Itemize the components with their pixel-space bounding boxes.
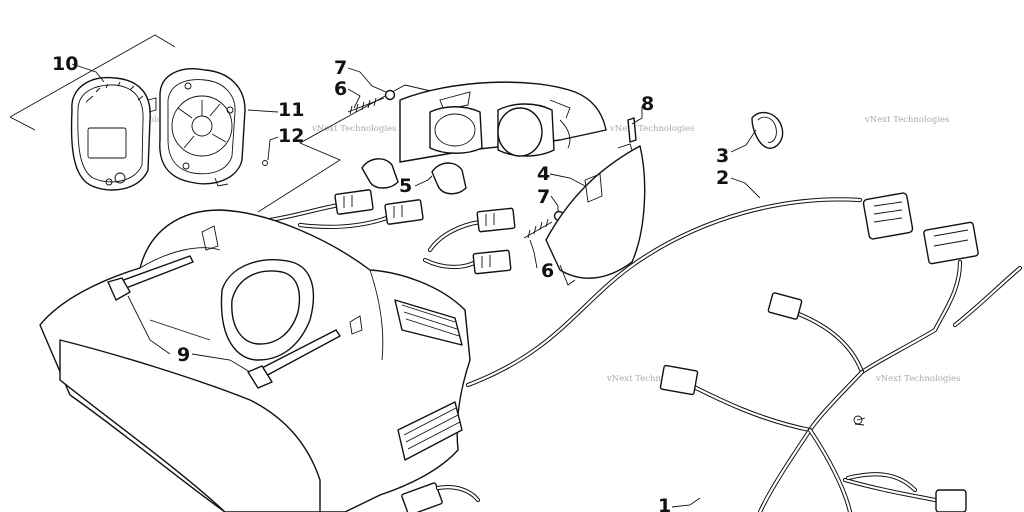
gauge-screw: [262, 160, 268, 166]
spring: [347, 97, 553, 239]
callout-10: 10: [52, 53, 78, 75]
callout-2: 2: [716, 167, 729, 189]
gauge-housing: [159, 68, 246, 187]
clip-ring-inner: [757, 116, 777, 143]
leader-line: [247, 109, 279, 113]
callout-6: 6: [541, 260, 554, 282]
callout-11: 11: [278, 99, 304, 121]
callout-7: 7: [334, 57, 347, 79]
front-hood: [39, 209, 471, 512]
callout-7: 7: [537, 186, 550, 208]
hood-bolt: [107, 255, 341, 389]
headlight-cover-lower: [545, 145, 646, 286]
callout-4: 4: [537, 163, 550, 185]
screw-tab: [617, 143, 633, 151]
harness-connectors-right: [862, 192, 979, 265]
harness-connectors-lower: [401, 482, 481, 512]
nut: [384, 89, 396, 101]
bulb-socket: [361, 158, 467, 195]
callout-9: 9: [177, 344, 190, 366]
leader-line: [267, 136, 279, 161]
callouts: 10 11 12 7 6 8 3 2 5 4 7 6 9 1: [52, 53, 729, 512]
headlight-bulb: [429, 103, 555, 157]
gauge-group-bracket: [9, 34, 176, 131]
screw: [627, 117, 637, 143]
callout-6: 6: [334, 78, 347, 100]
watermark: vNext Technologies: [875, 374, 960, 384]
bracket-line: [257, 84, 436, 213]
watermark: vNext Technologies: [606, 374, 691, 384]
callout-12: 12: [278, 125, 304, 147]
speedometer-gauge: [70, 76, 157, 191]
clip-ring: [751, 111, 784, 149]
callout-5: 5: [399, 175, 412, 197]
main-cable: [465, 197, 863, 388]
watermark: vNext Technologies: [609, 124, 694, 134]
callout-1: 1: [658, 495, 671, 512]
harness-connectors-upper: [267, 189, 516, 275]
watermark: vNext Technologies: [311, 124, 396, 134]
main-wiring-harness: [659, 259, 1023, 512]
callout-3: 3: [716, 145, 729, 167]
leader-lines: [71, 63, 761, 508]
main-cable-core: [466, 198, 862, 387]
watermark: vNext Technologies: [864, 115, 949, 125]
callout-8: 8: [641, 93, 654, 115]
